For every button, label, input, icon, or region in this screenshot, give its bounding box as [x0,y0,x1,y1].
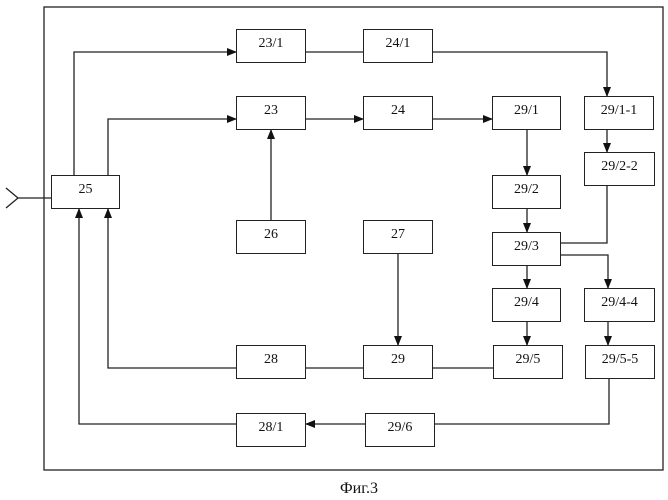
block-29-5: 29/5 [493,345,563,379]
block-29-4: 29/4 [492,288,561,322]
block-24-1: 24/1 [363,29,433,63]
block-29-6: 29/6 [365,413,435,447]
block-23-1: 23/1 [236,29,306,63]
block-29-2: 29/2 [492,175,561,209]
block-29-1: 29/1 [492,96,561,130]
block-25: 25 [51,175,120,209]
block-29-3: 29/3 [492,232,561,266]
block-24: 24 [363,96,433,130]
block-28: 28 [236,345,306,379]
block-29-1-1: 29/1-1 [584,96,654,130]
block-29-5-5: 29/5-5 [585,345,655,379]
block-29-4-4: 29/4-4 [584,288,655,322]
outer-frame [44,7,663,470]
figure-caption: Фиг.3 [340,480,378,498]
block-23: 23 [236,96,306,130]
block-28-1: 28/1 [236,413,306,447]
block-27: 27 [363,220,433,254]
block-26: 26 [236,220,306,254]
block-29-2-2: 29/2-2 [584,152,655,186]
block-29: 29 [363,345,433,379]
